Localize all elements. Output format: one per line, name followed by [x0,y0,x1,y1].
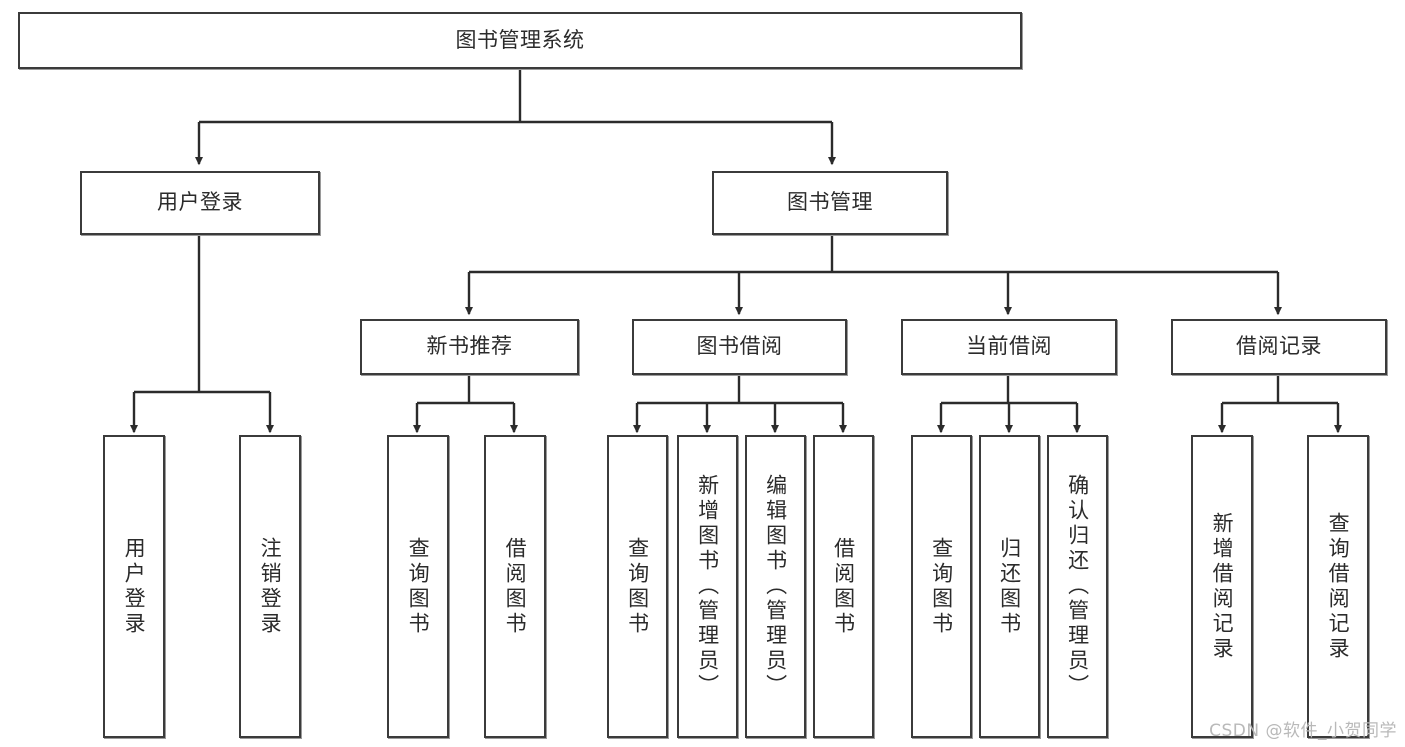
node-leaf-borrow-book-1-label: 借阅图书 [503,536,528,637]
node-leaf-borrow-book-1[interactable]: 借阅图书 [484,435,546,738]
node-leaf-query-book-3[interactable]: 查询图书 [911,435,972,738]
node-leaf-logout[interactable]: 注销登录 [239,435,301,738]
node-leaf-query-book-2[interactable]: 查询图书 [607,435,668,738]
node-leaf-confirm-return[interactable]: 确认归还（管理员） [1047,435,1108,738]
node-leaf-borrow-book-2[interactable]: 借阅图书 [813,435,874,738]
node-leaf-edit-book[interactable]: 编辑图书（管理员） [745,435,806,738]
node-leaf-query-record-label: 查询借阅记录 [1326,511,1351,662]
node-current-borrow-label: 当前借阅 [966,334,1052,359]
node-leaf-return-book[interactable]: 归还图书 [979,435,1040,738]
node-book-manage-label: 图书管理 [787,190,873,215]
node-borrow-record[interactable]: 借阅记录 [1171,319,1387,375]
node-root-label: 图书管理系统 [455,27,585,52]
node-user-login-label: 用户登录 [157,190,243,215]
node-book-borrow-label: 图书借阅 [696,334,783,359]
node-leaf-user-login-label: 用户登录 [122,536,147,637]
node-leaf-query-book-2-label: 查询图书 [625,536,650,637]
node-leaf-edit-book-label: 编辑图书（管理员） [763,474,788,699]
csdn-watermark: CSDN @软件_小贺同学 [1209,721,1397,741]
node-root[interactable]: 图书管理系统 [18,12,1022,69]
node-user-login[interactable]: 用户登录 [80,171,320,235]
node-leaf-confirm-return-label: 确认归还（管理员） [1065,474,1090,699]
node-leaf-add-book-label: 新增图书（管理员） [695,474,720,699]
node-leaf-query-book-1[interactable]: 查询图书 [387,435,449,738]
node-leaf-query-record[interactable]: 查询借阅记录 [1307,435,1369,738]
node-new-book-rec-label: 新书推荐 [426,334,513,359]
node-leaf-add-record-label: 新增借阅记录 [1210,511,1235,662]
node-borrow-record-label: 借阅记录 [1236,334,1322,359]
node-book-borrow[interactable]: 图书借阅 [632,319,847,375]
node-book-manage[interactable]: 图书管理 [712,171,948,235]
node-leaf-logout-label: 注销登录 [258,536,283,637]
node-leaf-query-book-3-label: 查询图书 [929,536,954,637]
node-new-book-rec[interactable]: 新书推荐 [360,319,579,375]
node-leaf-borrow-book-2-label: 借阅图书 [831,536,856,637]
node-leaf-query-book-1-label: 查询图书 [406,536,431,637]
node-current-borrow[interactable]: 当前借阅 [901,319,1117,375]
node-leaf-add-book[interactable]: 新增图书（管理员） [677,435,738,738]
node-leaf-add-record[interactable]: 新增借阅记录 [1191,435,1253,738]
node-leaf-user-login[interactable]: 用户登录 [103,435,165,738]
node-leaf-return-book-label: 归还图书 [997,536,1022,637]
